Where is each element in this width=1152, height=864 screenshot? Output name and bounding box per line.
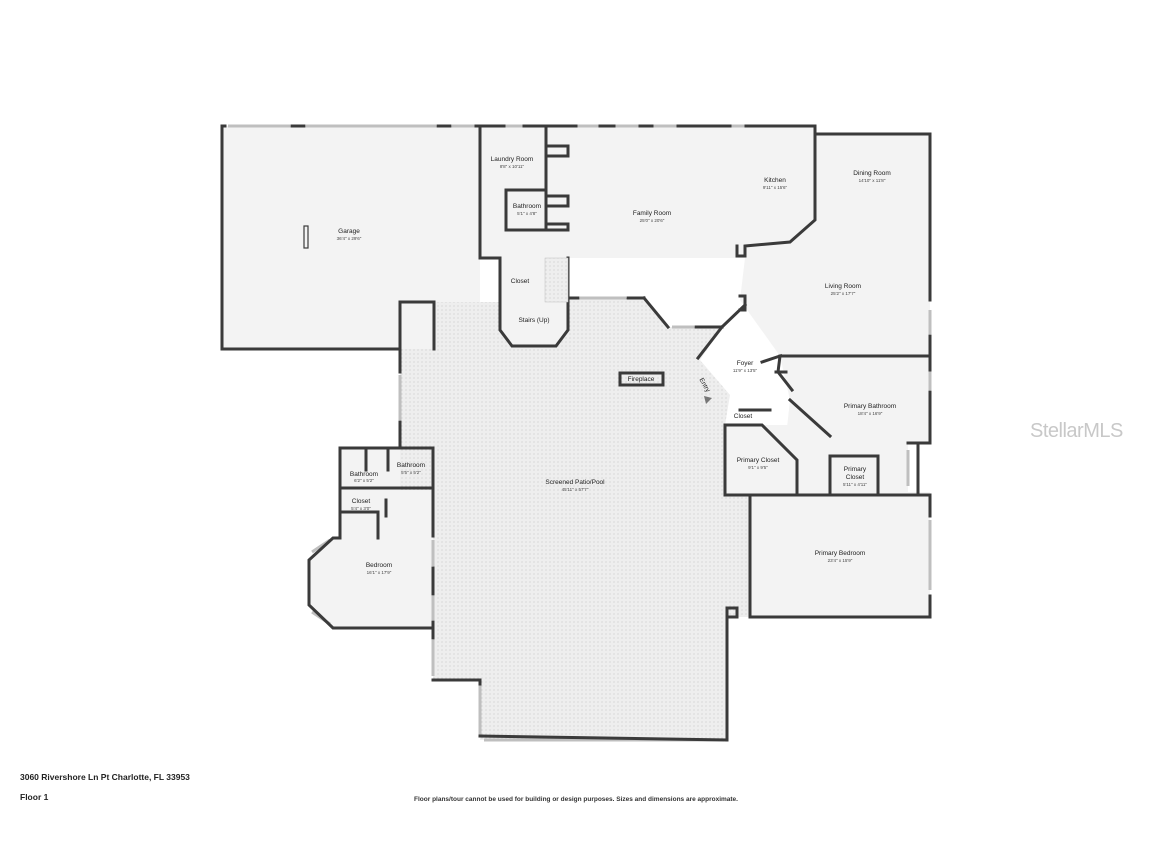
dims-laundry-room: 8'8" x 10'11" [500,164,525,169]
dims-primary-bedroom: 23'4" x 15'9" [828,558,853,563]
property-address: 3060 Rivershore Ln Pt Charlotte, FL 3395… [20,772,190,782]
details [303,225,712,404]
dims-bathroom-a: 6'2" x 5'2" [354,478,374,483]
label-family-room: Family Room [633,210,671,217]
label-dining-room: Dining Room [853,170,891,177]
dims-foyer: 11'9" x 13'5" [733,368,758,373]
label-primary-bedroom: Primary Bedroom [815,550,866,557]
dims-family-room: 25'0" x 20'6" [640,218,665,223]
room-labels: Garage 36'4" x 29'6" Laundry Room 8'8" x… [337,156,897,575]
label-bedroom: Bedroom [366,562,392,569]
label-closet-bed: Closet [352,498,371,505]
room-fills [222,126,930,740]
label-primary-bathroom: Primary Bathroom [844,403,896,410]
label-primary-closet-a: Primary Closet [737,457,780,464]
label-stairs: Stairs (Up) [518,317,549,324]
dims-living-room: 25'2" x 17'7" [831,291,856,296]
dims-bedroom: 16'1" x 17'9" [367,570,392,575]
label-bathroom-a: Bathroom [350,471,378,478]
dims-screened-patio: 45'11" x 57'7" [562,487,589,492]
dims-closet-bed: 5'4" x 3'0" [351,506,371,511]
label-living-room: Living Room [825,283,861,290]
label-bathroom-b: Bathroom [397,462,425,469]
label-screened-patio: Screened Patio/Pool [545,479,605,486]
label-kitchen: Kitchen [764,177,786,184]
fireplace-box [618,371,665,387]
label-laundry-room: Laundry Room [491,156,534,163]
dims-primary-closet-a: 9'1" x 9'5" [748,465,768,470]
entry-arrow-icon [704,396,712,404]
watermark: StellarMLS [1030,420,1123,442]
dims-bathroom: 5'1" x 4'8" [517,211,537,216]
label-closet-stairs: Closet [511,278,530,285]
dims-garage: 36'4" x 29'6" [337,236,362,241]
label-primary-closet-b-2: Closet [846,474,865,481]
label-closet-foyer: Closet [734,413,753,420]
label-garage: Garage [338,228,360,235]
dims-bathroom-b: 5'5" x 5'2" [401,470,421,475]
dims-kitchen: 9'11" x 15'6" [763,185,788,190]
dims-primary-bathroom: 18'4" x 16'9" [858,411,883,416]
label-fireplace: Fireplace [628,376,655,383]
floor-label: Floor 1 [20,792,49,802]
dims-dining-room: 14'10" x 11'8" [859,178,886,183]
disclaimer: Floor plans/tour cannot be used for buil… [414,796,738,803]
label-foyer: Foyer [737,360,754,367]
label-bathroom: Bathroom [513,203,541,210]
label-primary-closet-b: Primary [844,466,867,473]
dims-primary-closet-b: 5'11" x 4'11" [843,482,867,487]
walls [220,124,932,742]
